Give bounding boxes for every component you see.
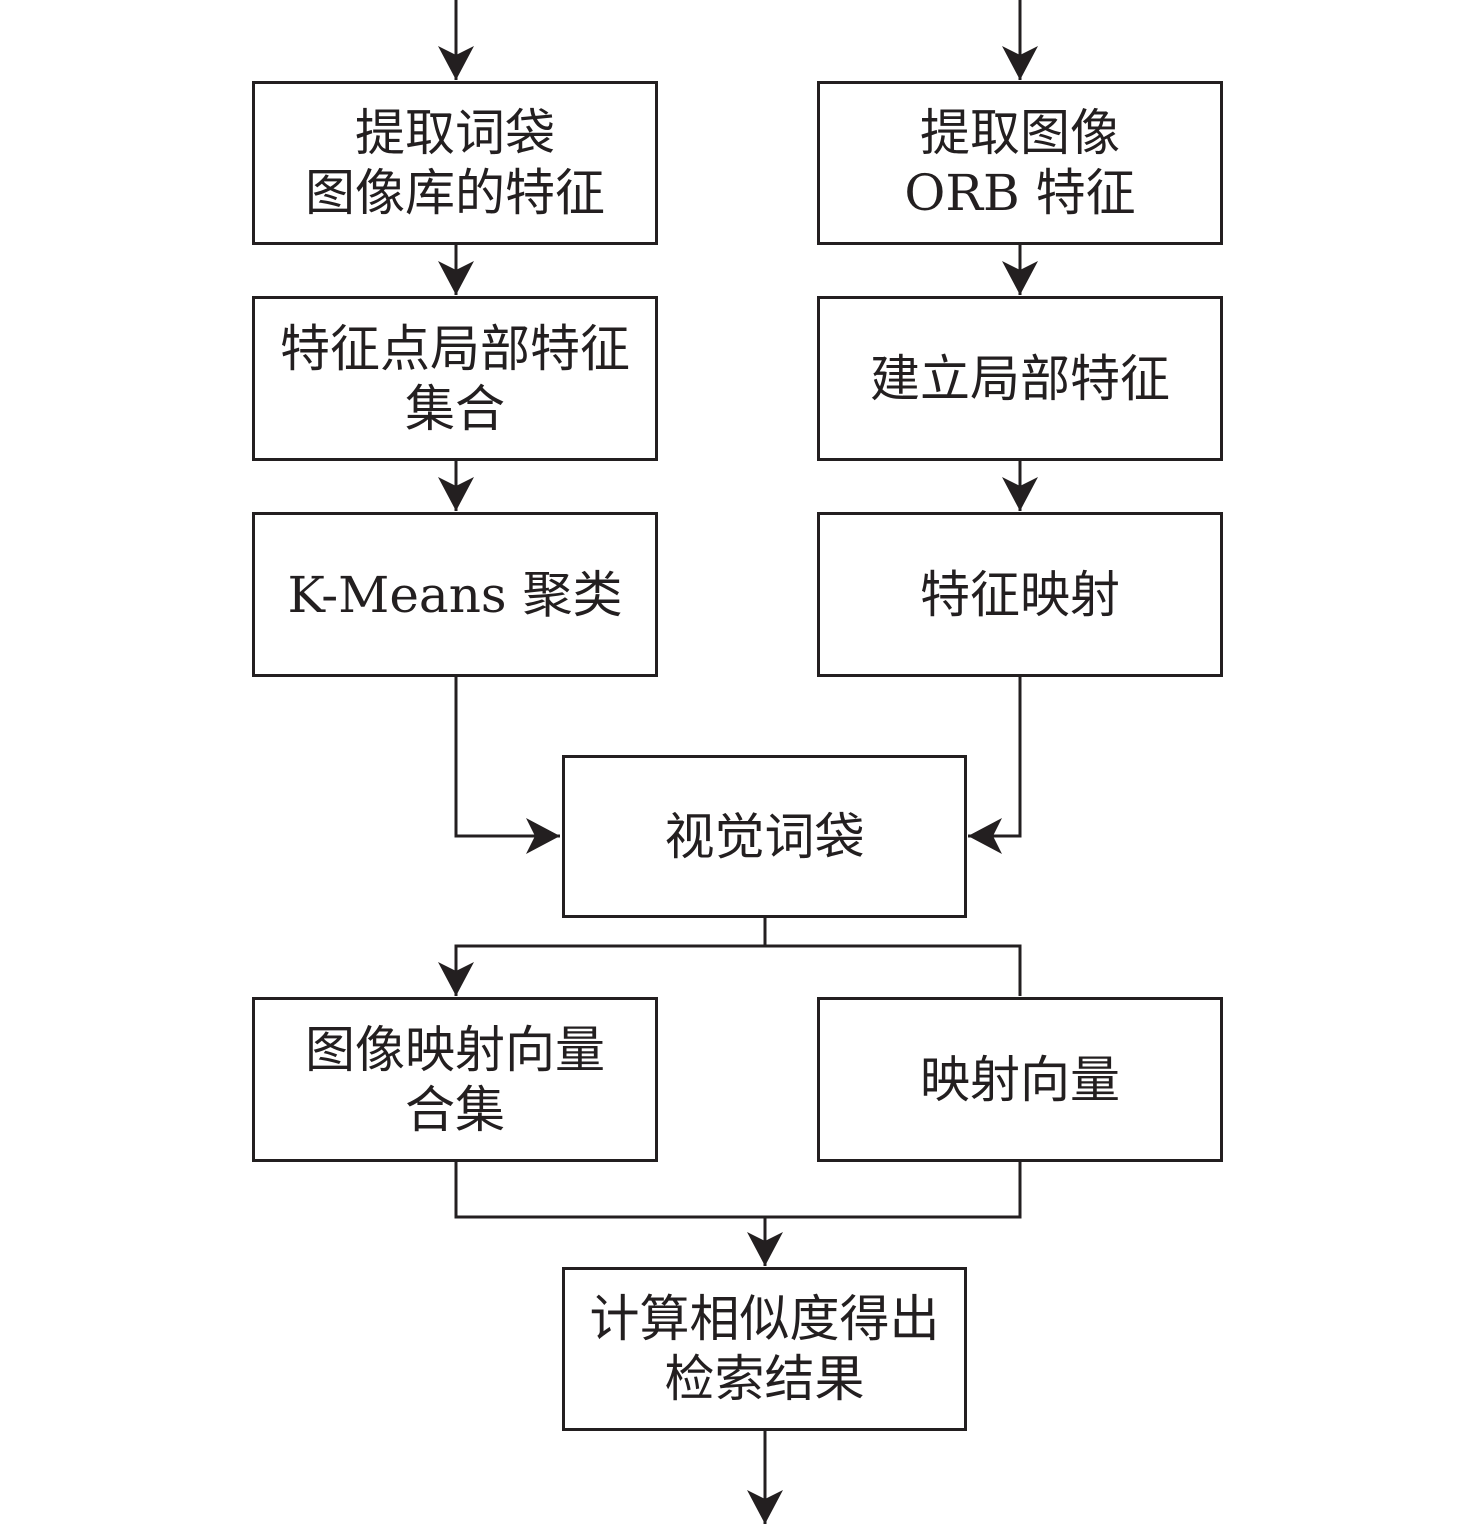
node-build-local-features: 建立局部特征: [817, 296, 1223, 461]
arrow-kmeans-to-visual-bow: [454, 676, 560, 854]
node-text-line: 特征映射: [920, 565, 1120, 624]
node-compute-similarity-results: 计算相似度得出 检索结果: [562, 1267, 967, 1431]
node-text-line: 提取词袋: [355, 104, 555, 162]
node-text-line: 映射向量: [920, 1050, 1120, 1109]
node-text-line: 检索结果: [664, 1350, 865, 1408]
connector-vectors-merge: [454, 1161, 1022, 1219]
node-text-line: 合集: [405, 1080, 505, 1139]
node-text-line: 图像库的特征: [305, 164, 605, 222]
node-feature-mapping: 特征映射: [817, 512, 1223, 677]
node-keypoint-local-feature-set: 特征点局部特征 集合: [252, 296, 658, 461]
node-text-line: K-Means 聚类: [287, 565, 623, 624]
connector-visual-bow-split: [763, 917, 1022, 996]
node-text-line: ORB 特征: [904, 164, 1136, 222]
node-text-line: 视觉词袋: [664, 807, 865, 866]
node-text-line: 计算相似度得出: [589, 1290, 940, 1348]
node-extract-bow-library-features: 提取词袋 图像库的特征: [252, 81, 658, 245]
node-visual-bag-of-words: 视觉词袋: [562, 755, 967, 918]
arrow-feature-mapping-to-visual-bow: [968, 676, 1022, 854]
node-extract-image-orb-features: 提取图像 ORB 特征: [817, 81, 1223, 245]
arrow-visual-bow-to-image-vector-set: [438, 944, 765, 996]
node-mapping-vector: 映射向量: [817, 997, 1223, 1162]
node-text-line: 提取图像: [920, 104, 1120, 162]
node-text-line: 集合: [405, 379, 505, 438]
node-text-line: 图像映射向量: [305, 1020, 605, 1079]
node-image-mapping-vector-set: 图像映射向量 合集: [252, 997, 658, 1162]
node-text-line: 建立局部特征: [870, 349, 1170, 408]
node-kmeans-clustering: K-Means 聚类: [252, 512, 658, 677]
node-text-line: 特征点局部特征: [280, 319, 630, 378]
